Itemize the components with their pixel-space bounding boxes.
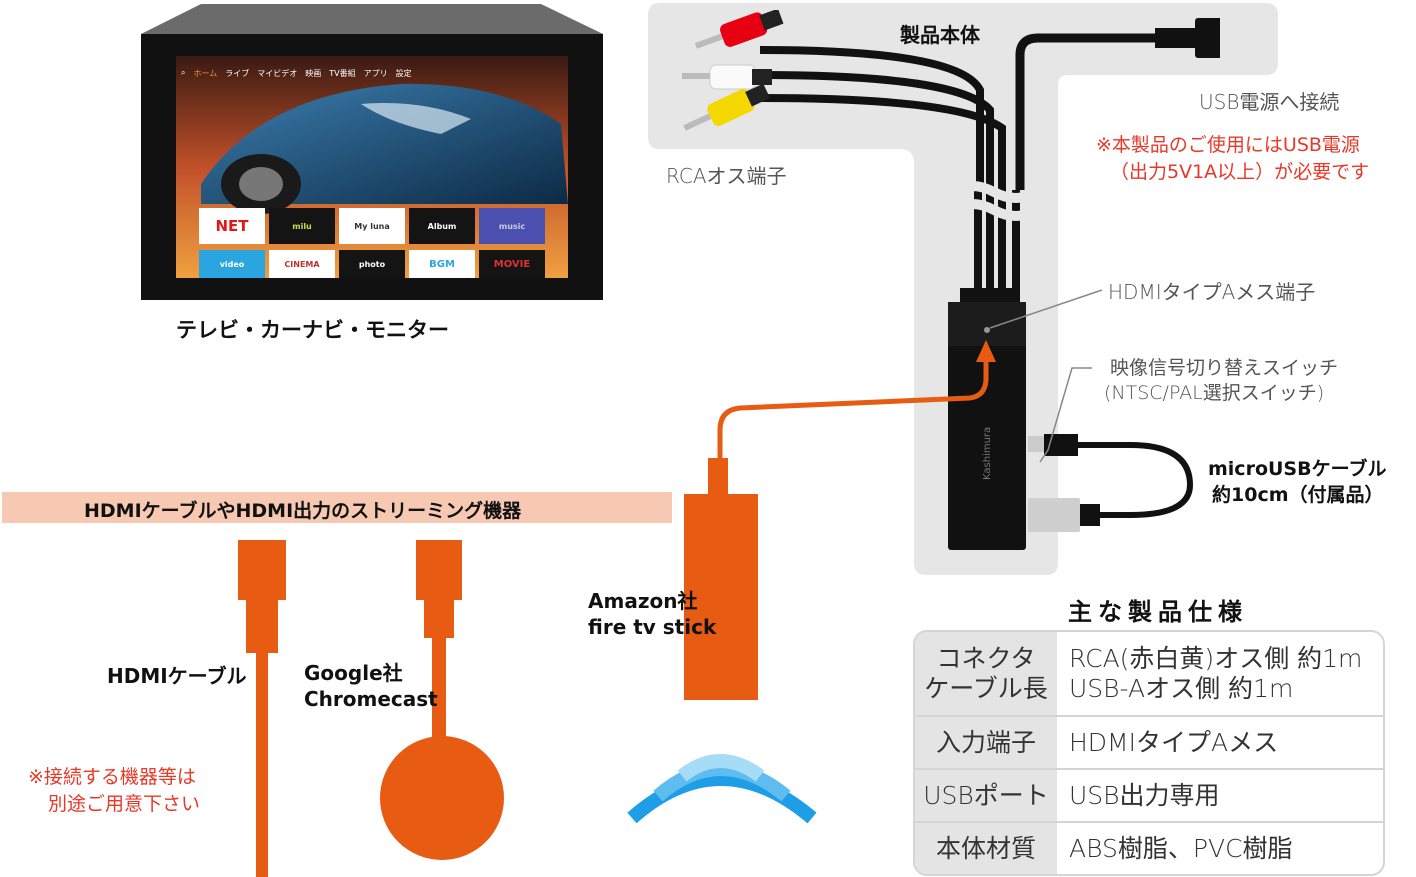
rca-label: RCAオス端子 [666,164,787,188]
chromecast-label: Google社 Chromecast [304,660,438,712]
tv-tile: video [199,250,265,278]
tv-menu-item: TV番組 [329,69,356,78]
table-row: USBポート USB出力専用 [915,769,1383,824]
firetv-line: Amazon社 [588,589,698,613]
tv-tile: music [479,208,545,244]
spec-value-line: USB-Aオス側 約1m [1069,673,1294,703]
switch-label-line: 映像信号切り替えスイッチ [1110,357,1339,379]
micro-usb-line: 約10cm（付属品） [1212,484,1384,506]
table-row: 本体材質 ABS樹脂、PVC樹脂 [915,822,1383,874]
tv-menu-item: 設定 [395,69,412,78]
tv-tile: NET [199,208,265,244]
connection-arrow [717,340,996,460]
firetv-label: Amazon社 fire tv stick [588,588,716,640]
spec-key-line: ケーブル長 [924,673,1048,703]
spec-key: コネクタ ケーブル長 [915,632,1059,717]
spec-key: 本体材質 [915,822,1059,874]
table-row: コネクタ ケーブル長 RCA(赤白黄)オス側 約1m USB-Aオス側 約1m [915,632,1383,717]
hdmi-cable-label: HDMIケーブル [107,664,247,688]
devices-illustration [238,458,817,877]
brand-text: Kashimura [982,427,993,480]
spec-table: コネクタ ケーブル長 RCA(赤白黄)オス側 約1m USB-Aオス側 約1m … [913,630,1385,876]
tv-tile: milu [269,208,335,244]
usb-note-line: ※本製品のご使用にはUSB電源 [1096,134,1360,156]
tv-tile: My luna [339,208,405,244]
tv-menu-item: マイビデオ [257,69,298,78]
tv-menu-item: ホーム [193,69,218,78]
micro-usb-line: microUSBケーブル [1208,458,1387,480]
spec-key: USBポート [915,769,1059,824]
tv-tile: MOVIE [479,250,545,278]
spec-key: 入力端子 [915,716,1059,771]
callout-lines [989,289,1103,463]
tv-tile: CINEMA [269,250,335,278]
switch-label-line: (NTSC/PAL選択スイッチ) [1104,382,1325,404]
hdmi-port-label: HDMIタイプAメス端子 [1108,280,1316,304]
usb-note-line: （出力5V1A以上）が必要です [1110,161,1370,183]
spec-value: ABS樹脂、PVC樹脂 [1069,833,1293,863]
devices-banner [2,492,672,523]
tv-menu-item: ライブ [225,69,250,78]
chromecast-line: Chromecast [304,687,438,711]
devices-note: ※接続する機器等は 別途ご用意下さい [28,764,200,818]
tv-search-icon: ⌕ [181,68,186,77]
usb-power-label: USB電源へ接続 [1199,90,1340,114]
table-row: 入力端子 HDMIタイプAメス [915,716,1383,771]
tv-tile: BGM [409,250,475,278]
tv-tile: Album [409,208,475,244]
spec-value: USB出力専用 [1058,769,1383,824]
tv-tile: photo [339,250,405,278]
spec-value: RCA(赤白黄)オス側 約1m USB-Aオス側 約1m [1058,632,1383,717]
spec-key-line: コネクタ [936,643,1036,673]
tv-illustration: ⌕ ホーム ライブ マイビデオ 映画 TV番組 アプリ 設定 NET milu … [141,4,603,300]
tv-menu-item: アプリ [363,69,388,78]
devices-banner-text: HDMIケーブルやHDMI出力のストリーミング機器 [84,500,522,522]
devices-note-line: ※接続する機器等は [28,766,196,788]
devices-note-line: 別途ご用意下さい [48,793,201,815]
spec-title: 主な製品仕様 [1068,598,1248,626]
tv-menu-item: 映画 [305,69,322,78]
firetv-line: fire tv stick [588,615,717,639]
adapter-illustration: Kashimura [682,10,1220,550]
spec-value: HDMIタイプAメス [1058,716,1383,771]
usb-power-note: ※本製品のご使用にはUSB電源 （出力5V1A以上）が必要です [1096,132,1369,186]
spec-value-line: RCA(赤白黄)オス側 約1m [1069,643,1363,673]
tv-caption: テレビ・カーナビ・モニター [176,318,449,342]
chromecast-line: Google社 [304,661,403,685]
product-title: 製品本体 [900,23,980,47]
switch-label: 映像信号切り替えスイッチ (NTSC/PAL選択スイッチ) [1104,356,1338,406]
micro-usb-label: microUSBケーブル 約10cm（付属品） [1208,456,1386,508]
